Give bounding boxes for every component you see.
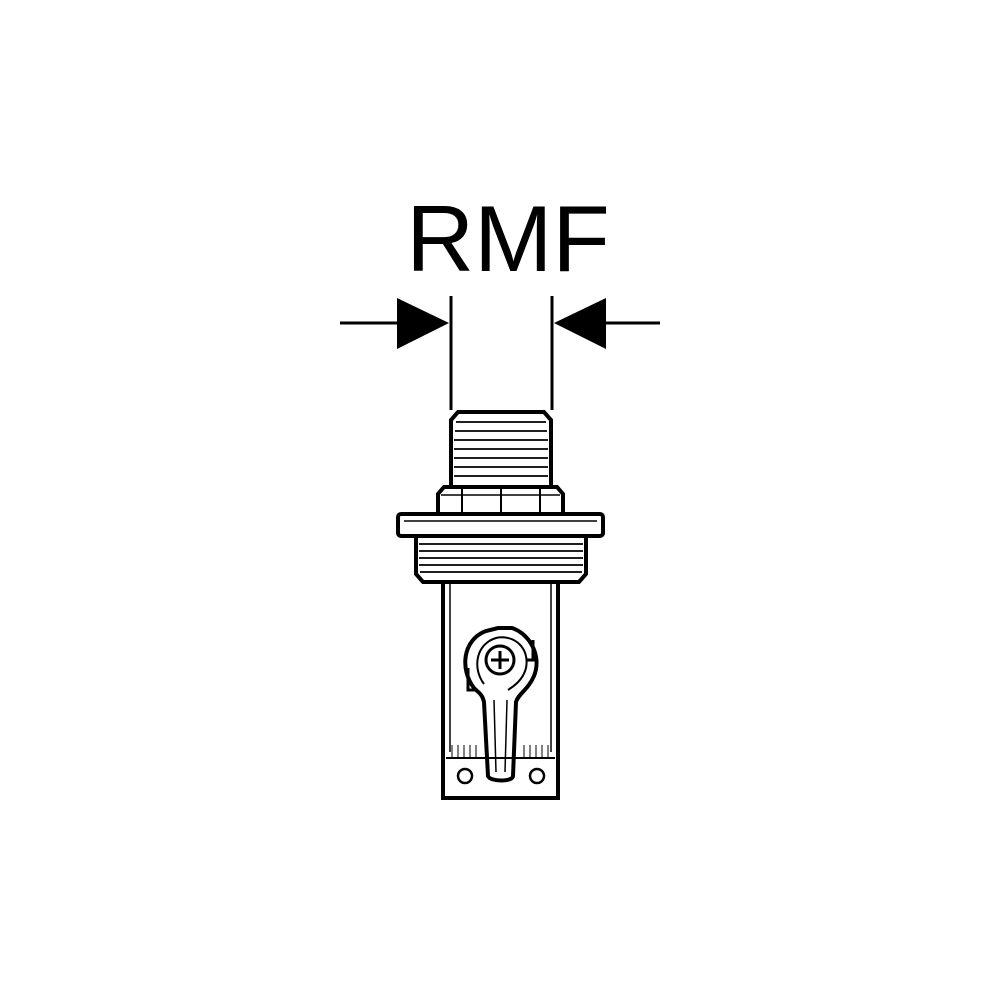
screw-icon [484, 644, 516, 676]
threaded-nipple [449, 410, 553, 488]
mounting-hole-right [528, 767, 546, 785]
flange [396, 512, 605, 538]
dimension-label: RMF [406, 186, 610, 291]
shutoff-lever [463, 626, 539, 783]
mounting-hole-left [456, 767, 474, 785]
dimension-marker [340, 296, 660, 410]
valve-body [441, 580, 560, 800]
hex-nut [436, 485, 565, 514]
arrow-left [340, 298, 449, 349]
arrow-right [554, 298, 660, 349]
threaded-collar [414, 536, 588, 584]
valve-fitting [396, 410, 605, 800]
